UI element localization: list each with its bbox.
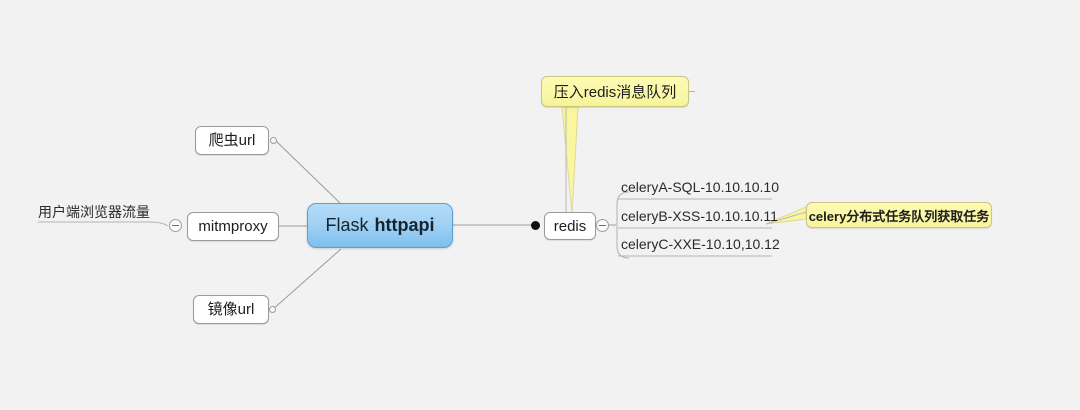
celery-worker-item[interactable]: celeryB-XSS-10.10.10.11 [621,209,778,227]
celery-worker-item[interactable]: celeryA-SQL-10.10.10.10 [621,180,779,198]
celery-worker-c-label: celeryC-XXE-10.10,10.12 [621,236,780,252]
node-redis[interactable]: redis [544,212,596,240]
entry-traffic-text: 用户端浏览器流量 [38,204,150,220]
node-spider-url[interactable]: 爬虫url [195,126,269,155]
node-flask-prefix: Flask [325,215,369,235]
connector-dot-mirror-url [269,306,276,313]
celery-worker-a-label: celeryA-SQL-10.10.10.10 [621,179,779,195]
note-redis-queue-text: 压入redis消息队列 [553,84,677,101]
note-celery-task[interactable]: celery分布式任务队列获取任务 [806,202,992,228]
note-celery-task-text: celery分布式任务队列获取任务 [808,208,990,224]
node-mitmproxy-label: mitmproxy [198,218,268,235]
node-mirror-url[interactable]: 镜像url [193,295,269,324]
node-redis-label: redis [553,217,587,235]
celery-worker-item[interactable]: celeryC-XXE-10.10,10.12 [621,237,780,255]
celery-worker-b-label: celeryB-XSS-10.10.10.11 [621,208,778,224]
collapse-toggle-redis[interactable] [596,219,609,232]
node-mirror-url-label: 镜像url [207,301,255,318]
node-spider-url-label: 爬虫url [208,132,256,149]
collapse-toggle-mitmproxy[interactable] [169,219,182,232]
connector-dot-spider-url [270,137,277,144]
entry-traffic-label: 用户端浏览器流量 [38,205,150,223]
link-dot-redis [531,221,540,230]
note-redis-queue-tab [689,91,695,92]
note-redis-queue[interactable]: 压入redis消息队列 [541,76,689,107]
node-flask-httpapi[interactable]: Flask httpapi [307,203,453,248]
node-flask-emphasis: httpapi [374,215,435,235]
node-mitmproxy[interactable]: mitmproxy [187,212,279,241]
